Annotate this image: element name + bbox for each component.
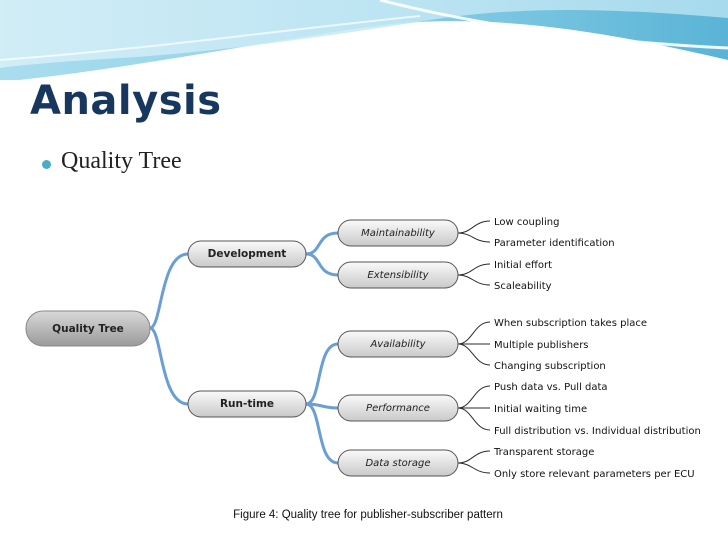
root-node: Quality Tree — [25, 310, 151, 347]
leaf-label: Full distribution vs. Individual distrib… — [494, 426, 701, 437]
leaf-label: Initial effort — [494, 260, 552, 271]
child-node-label: Maintainability — [361, 228, 436, 239]
leaf-label: Low coupling — [494, 217, 559, 228]
leaf-label: When subscription takes place — [494, 318, 647, 329]
leaf-label: Initial waiting time — [494, 404, 587, 415]
child-node-maintainability: Maintainability — [337, 219, 459, 247]
header-wave-banner — [0, 0, 728, 80]
slide-title: Analysis — [30, 78, 222, 124]
leaf-connectors — [457, 220, 491, 474]
root-node-label: Quality Tree — [52, 323, 124, 335]
branch-node-label: Run-time — [220, 398, 274, 410]
branch-node-run-time: Run-time — [187, 390, 307, 418]
branch-node-label: Development — [208, 248, 287, 260]
child-node-data-storage: Data storage — [337, 449, 459, 477]
child-node-extensibility: Extensibility — [337, 261, 459, 289]
figure-caption: Figure 4: Quality tree for publisher-sub… — [233, 509, 503, 521]
leaf-label: Changing subscription — [494, 361, 606, 372]
child-node-label: Extensibility — [367, 270, 429, 281]
leaf-label: Only store relevant parameters per ECU — [494, 469, 695, 480]
child-node-label: Availability — [369, 339, 426, 350]
child-node-label: Data storage — [365, 458, 430, 469]
bullet-dot — [42, 160, 51, 169]
child-node-availability: Availability — [337, 330, 459, 358]
child-node-label: Performance — [366, 403, 430, 414]
leaf-label: Transparent storage — [493, 447, 594, 458]
connector-lines — [148, 231, 340, 465]
child-node-performance: Performance — [337, 394, 459, 422]
branch-node-development: Development — [187, 240, 307, 268]
leaf-label: Scaleability — [494, 281, 552, 292]
bullet-text: Quality Tree — [61, 148, 182, 174]
leaf-label: Parameter identification — [494, 238, 615, 249]
leaf-label: Push data vs. Pull data — [494, 382, 608, 393]
leaf-label: Multiple publishers — [494, 340, 589, 351]
